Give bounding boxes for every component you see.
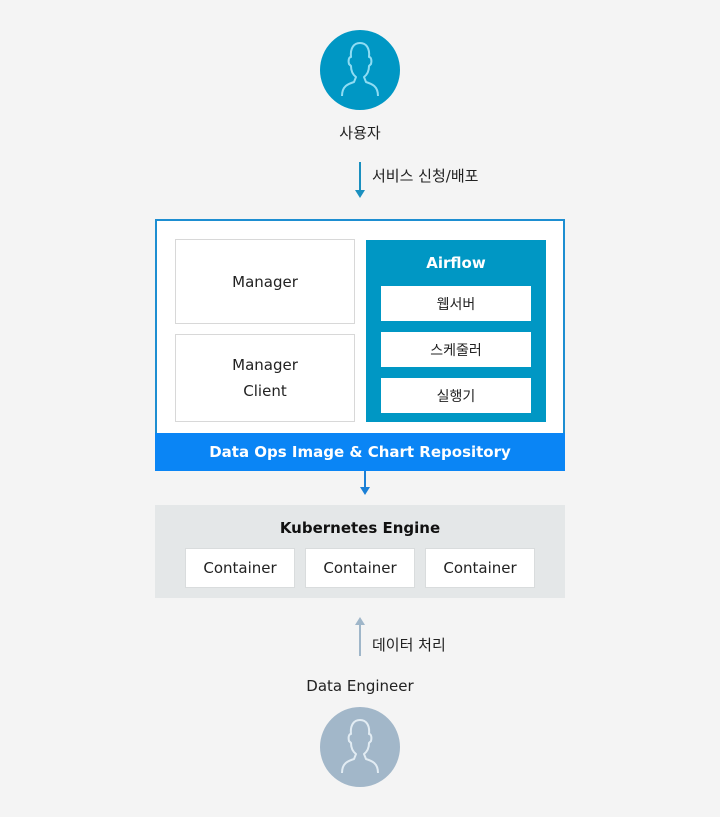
- airflow-item-webserver[interactable]: 웹서버: [381, 286, 531, 321]
- container-label: Container: [443, 559, 517, 577]
- kubernetes-title: Kubernetes Engine: [279, 519, 441, 537]
- deploy-arrow-line: [364, 471, 366, 488]
- airflow-item-executor[interactable]: 실행기: [381, 378, 531, 413]
- engineer-avatar: [320, 707, 400, 787]
- request-arrow-head: [355, 190, 365, 198]
- airflow-box: Airflow 웹서버 스케줄러 실행기: [366, 240, 546, 422]
- container-label: Container: [203, 559, 277, 577]
- container-label: Container: [323, 559, 397, 577]
- engineer-label: Data Engineer: [306, 677, 414, 695]
- airflow-item-label: 스케줄러: [430, 342, 482, 359]
- manager-client-line1: Manager: [232, 356, 298, 374]
- system-box: Manager Manager Client Airflow 웹서버 스케줄러 …: [155, 219, 565, 436]
- kubernetes-box: Kubernetes Engine Container Container Co…: [155, 505, 565, 598]
- container-box-3[interactable]: Container: [425, 548, 535, 588]
- request-arrow-label: 서비스 신청/배포: [372, 167, 479, 185]
- deploy-arrow-head: [360, 487, 370, 495]
- user-label: 사용자: [339, 124, 381, 142]
- process-arrow-label: 데이터 처리: [372, 636, 446, 654]
- airflow-item-label: 웹서버: [436, 296, 476, 313]
- repository-label: Data Ops Image & Chart Repository: [209, 443, 511, 461]
- manager-client-box[interactable]: Manager Client: [175, 334, 355, 422]
- manager-label: Manager: [232, 272, 298, 291]
- engineer-avatar-icon: [341, 719, 379, 774]
- airflow-item-label: 실행기: [436, 388, 476, 405]
- container-box-2[interactable]: Container: [305, 548, 415, 588]
- container-box-1[interactable]: Container: [185, 548, 295, 588]
- user-avatar: [320, 30, 400, 110]
- request-arrow-line: [359, 162, 361, 190]
- airflow-item-scheduler[interactable]: 스케줄러: [381, 332, 531, 367]
- process-arrow-line: [359, 624, 361, 656]
- airflow-title: Airflow: [426, 254, 486, 272]
- repository-bar[interactable]: Data Ops Image & Chart Repository: [155, 433, 565, 471]
- user-avatar-icon: [341, 42, 379, 97]
- manager-client-line2: Client: [243, 382, 287, 400]
- manager-box[interactable]: Manager: [175, 239, 355, 324]
- process-arrow-head: [355, 617, 365, 625]
